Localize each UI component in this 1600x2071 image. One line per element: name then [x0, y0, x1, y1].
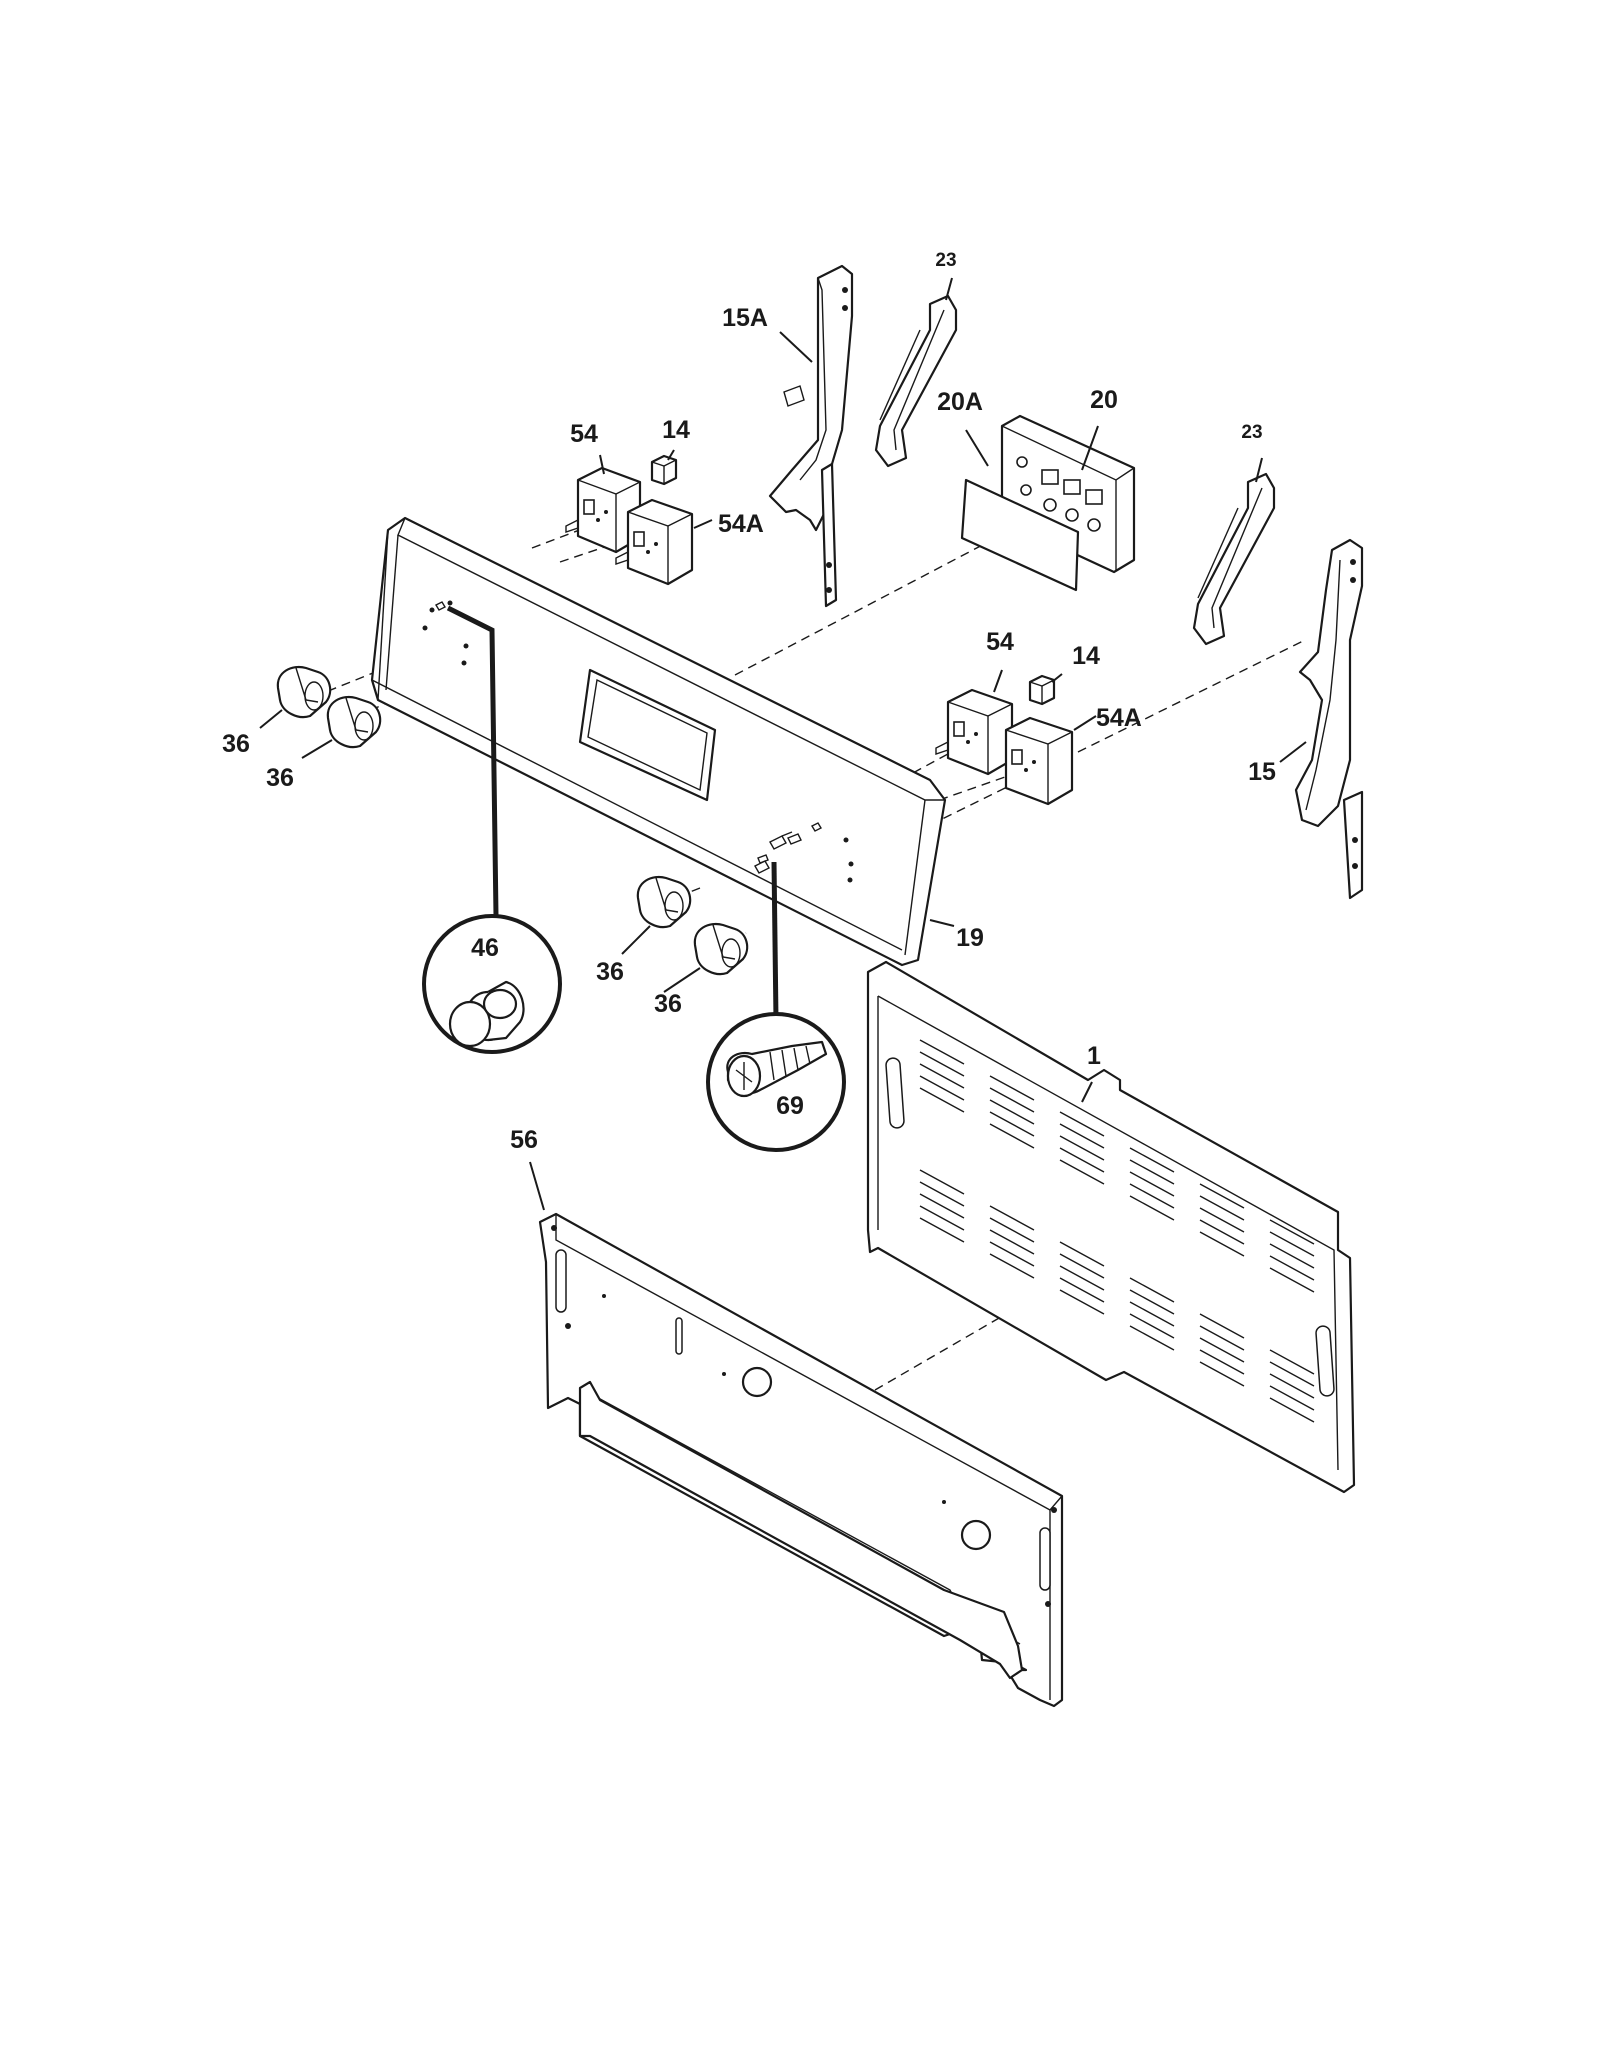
- switch-part-54A-left: [615, 498, 694, 586]
- callout-20A: 20A: [937, 388, 983, 416]
- callout-labels: 23 15A 20A 20 23 54 14 54A 54 14 54A 15 …: [222, 250, 1276, 1154]
- detail-circle-part-46: [422, 914, 562, 1054]
- callout-36-a: 36: [222, 730, 250, 758]
- vent-louvers: [919, 1039, 1315, 1423]
- callout-54A-left: 54A: [718, 510, 764, 538]
- overlay-part-20A: [960, 478, 1080, 592]
- knob-part-36-upper-left: [276, 665, 332, 719]
- lower-panel-part-56: [538, 1212, 1064, 1708]
- callout-54A-right: 54A: [1096, 704, 1142, 732]
- callout-36-b: 36: [266, 764, 294, 792]
- end-cap-part-15: [1294, 538, 1364, 900]
- callout-46: 46: [471, 934, 499, 962]
- callout-14-right: 14: [1072, 642, 1100, 670]
- callout-1: 1: [1087, 1042, 1101, 1070]
- callout-15: 15: [1248, 758, 1276, 786]
- switch-part-54-right: [935, 688, 1014, 776]
- callout-54-left: 54: [570, 420, 598, 448]
- callout-36-d: 36: [654, 990, 682, 1018]
- callout-69: 69: [776, 1092, 804, 1120]
- bracket-part-23-top: [874, 294, 958, 468]
- switch-part-54A-right: [1004, 716, 1074, 806]
- knob-part-36-upper-mid: [636, 875, 692, 929]
- indicator-light-part-14-left: [650, 454, 678, 486]
- callout-23-right: 23: [1241, 422, 1262, 443]
- control-panel-part-19: [370, 516, 947, 967]
- callout-54-right: 54: [986, 628, 1014, 656]
- leader-lines: [259, 277, 1307, 1211]
- callout-23-top: 23: [935, 250, 956, 271]
- callout-14-left: 14: [662, 416, 690, 444]
- end-cap-part-15A: [768, 264, 854, 608]
- callout-20: 20: [1090, 386, 1118, 414]
- indicator-light-part-14-right: [1028, 674, 1056, 706]
- screw-small-parts: [754, 831, 793, 874]
- callout-56: 56: [510, 1126, 538, 1154]
- callout-19: 19: [956, 924, 984, 952]
- callout-15A: 15A: [722, 304, 768, 332]
- callout-36-c: 36: [596, 958, 624, 986]
- knob-part-36-lower-left: [326, 695, 382, 749]
- detail-circle-part-69: [706, 1012, 846, 1152]
- knob-part-36-lower-mid: [693, 922, 749, 976]
- bracket-part-23-right: [1192, 472, 1276, 646]
- back-panel-part-1: [866, 960, 1356, 1494]
